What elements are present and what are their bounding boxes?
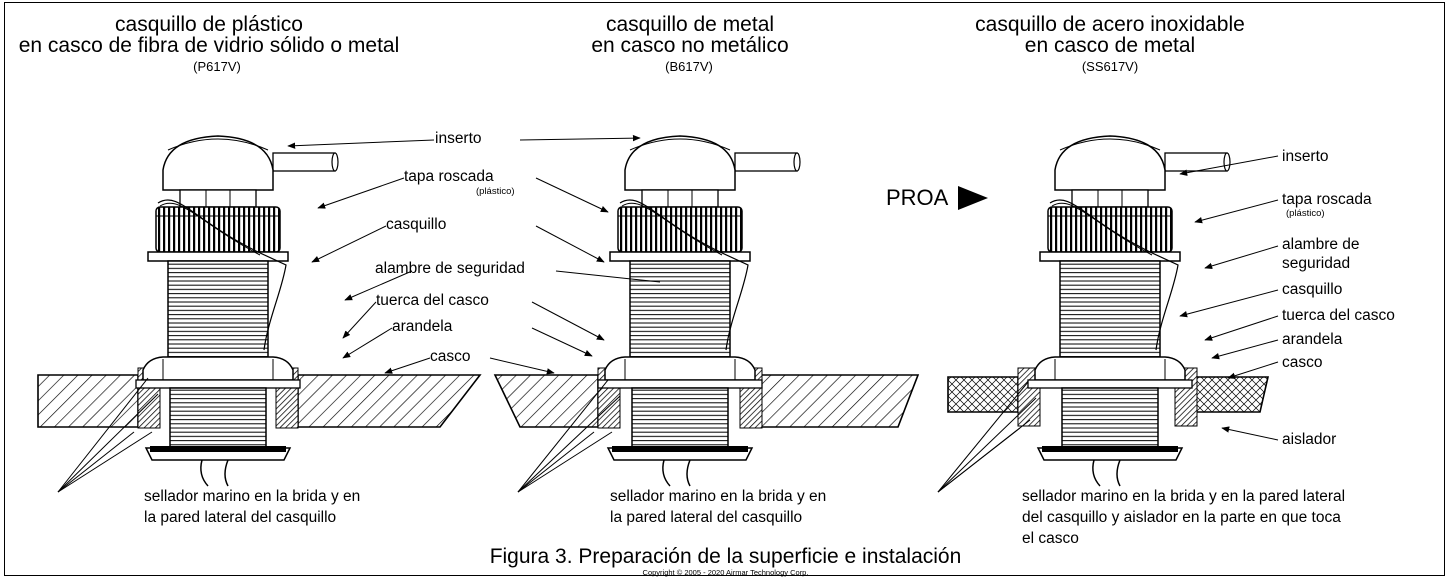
figure-frame bbox=[4, 2, 1445, 576]
label-plastico-center: (plástico) bbox=[476, 186, 515, 197]
copyright: Copyright © 2005 - 2020 Airmar Technolog… bbox=[642, 568, 809, 577]
panel-3-sealant-note: sellador marino en la brida y en la pare… bbox=[1022, 488, 1346, 547]
label-inserto-right: inserto bbox=[1282, 148, 1329, 165]
panel-1-sealant-note: sellador marino en la brida y en la pare… bbox=[144, 488, 361, 526]
figure-caption: Figura 3. Preparación de la superficie e… bbox=[489, 545, 962, 568]
panel-2-sealant-note: sellador marino en la brida y en la pare… bbox=[610, 488, 827, 526]
label-arandela-right: arandela bbox=[1282, 331, 1343, 348]
label-alambre-center: alambre de seguridad bbox=[375, 260, 525, 277]
label-alambre-2-right: seguridad bbox=[1282, 255, 1351, 272]
panel-2-part-number: (B617V) bbox=[665, 59, 713, 74]
label-inserto-center: inserto bbox=[435, 130, 482, 147]
label-alambre-1-right: alambre de bbox=[1282, 236, 1360, 253]
label-casco-center: casco bbox=[430, 348, 471, 365]
label-tuerca-right: tuerca del casco bbox=[1282, 307, 1395, 324]
label-aislador-right: aislador bbox=[1282, 431, 1337, 448]
panel-3-part-number: (SS617V) bbox=[1081, 59, 1139, 74]
proa-arrow-icon bbox=[958, 186, 988, 210]
label-tuerca-center: tuerca del casco bbox=[376, 292, 489, 309]
label-casco-right: casco bbox=[1282, 354, 1323, 371]
proa-label: PROA bbox=[886, 185, 949, 210]
label-casquillo-center: casquillo bbox=[386, 216, 447, 233]
label-tapa-roscada-right: tapa roscada bbox=[1282, 191, 1372, 208]
label-tapa-roscada-center: tapa roscada bbox=[404, 168, 494, 185]
panel-1-part-number: (P617V) bbox=[193, 59, 241, 74]
label-arandela-center: arandela bbox=[392, 318, 453, 335]
label-casquillo-right: casquillo bbox=[1282, 281, 1343, 298]
label-plastico-right: (plástico) bbox=[1286, 208, 1325, 219]
